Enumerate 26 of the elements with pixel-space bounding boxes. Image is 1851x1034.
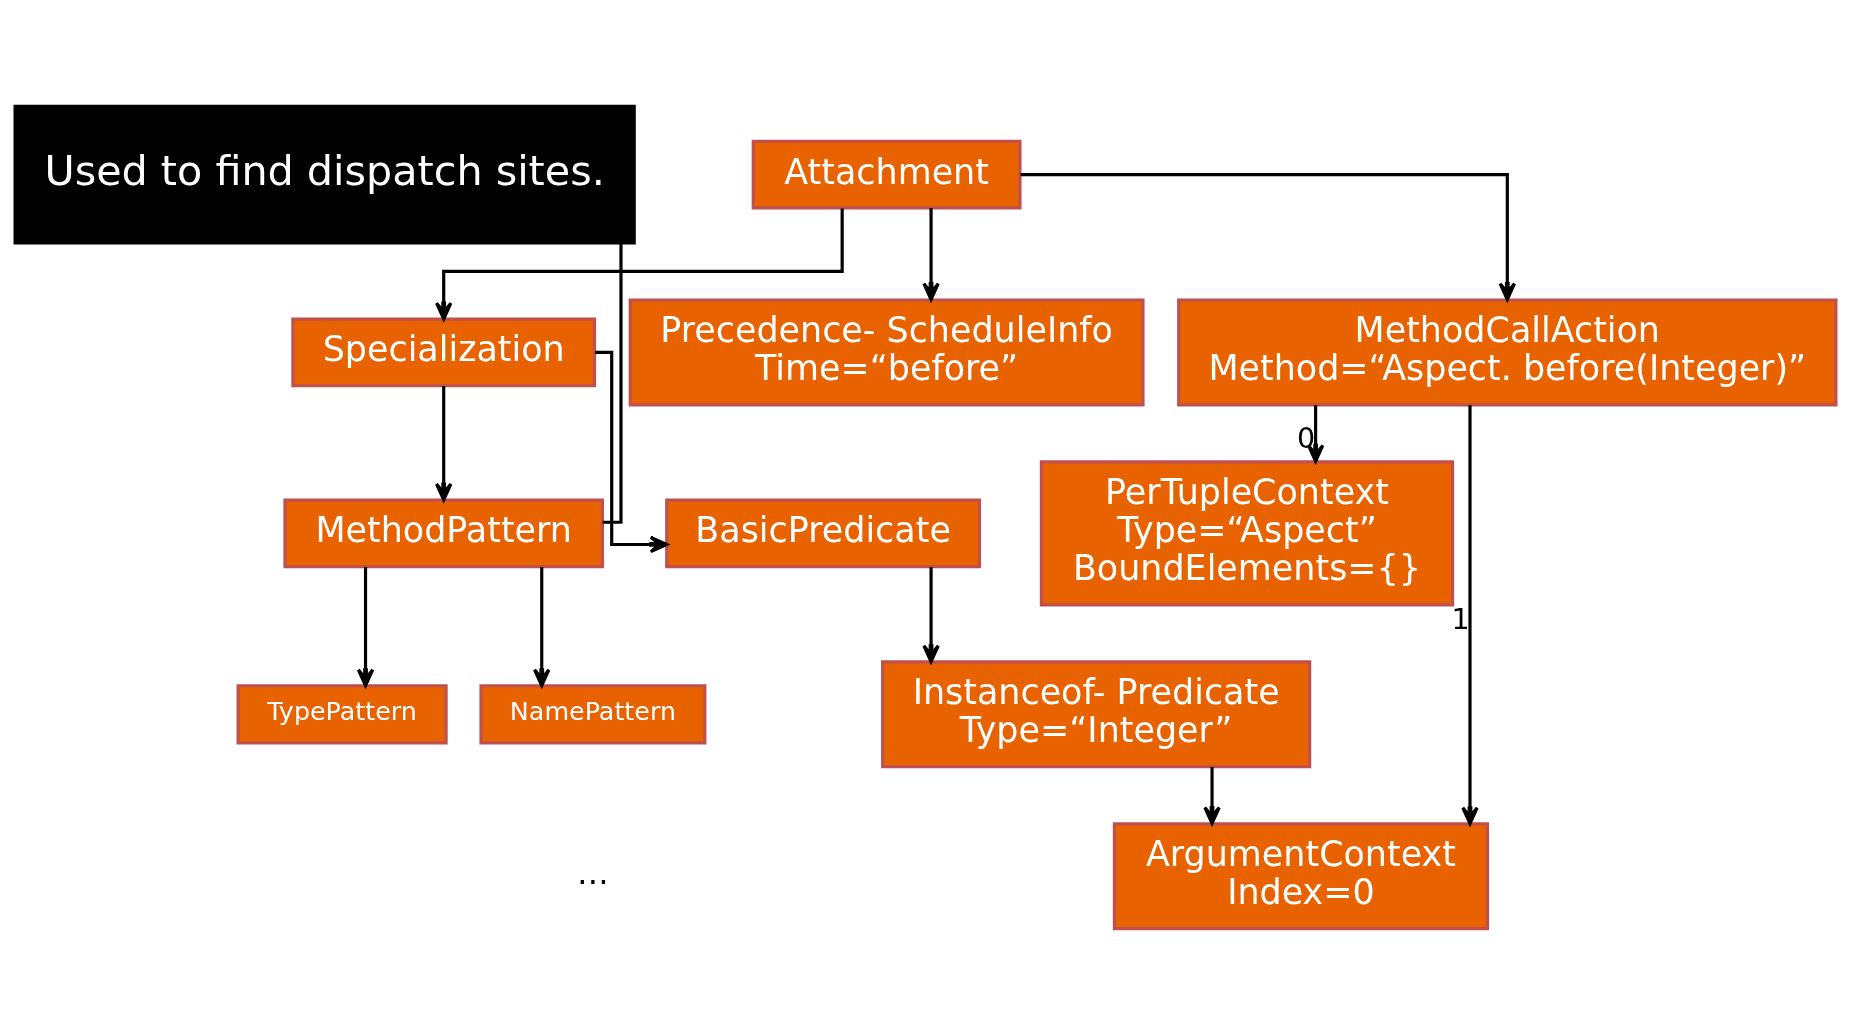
arrow	[595, 350, 669, 553]
node-box: MethodCallAction Method=“Aspect. before(Integer)”	[1177, 297, 1838, 406]
arrow	[1203, 766, 1221, 825]
node-box: TypePattern	[236, 683, 448, 744]
label: …	[577, 854, 609, 891]
connector	[602, 242, 623, 524]
node-box: BasicPredicate	[665, 497, 982, 568]
node-box: Used to find dispatch sites.	[13, 104, 636, 244]
arrow	[1461, 404, 1479, 825]
node-box: MethodPattern	[283, 497, 605, 568]
arrow	[1306, 404, 1325, 463]
arrow	[922, 566, 940, 663]
node-box: ArgumentContext Index=0	[1112, 821, 1490, 930]
node-box: PerTupleContext Type=“Aspect” BoundElements={}	[1039, 459, 1455, 606]
node-box: Attachment	[751, 139, 1022, 210]
node-box: Specialization	[291, 317, 597, 387]
node-box: Instanceof- Predicate Type=“Integer”	[881, 659, 1312, 768]
node-box: Precedence- ScheduleInfo Time=“before”	[628, 297, 1145, 406]
node-box: NamePattern	[479, 683, 707, 744]
arrow	[434, 207, 844, 321]
arrow	[922, 207, 940, 301]
arrow	[1020, 172, 1517, 301]
edge-label: 0	[1297, 420, 1316, 455]
arrow	[533, 566, 551, 687]
arrow	[356, 566, 375, 687]
arrow	[434, 385, 453, 502]
